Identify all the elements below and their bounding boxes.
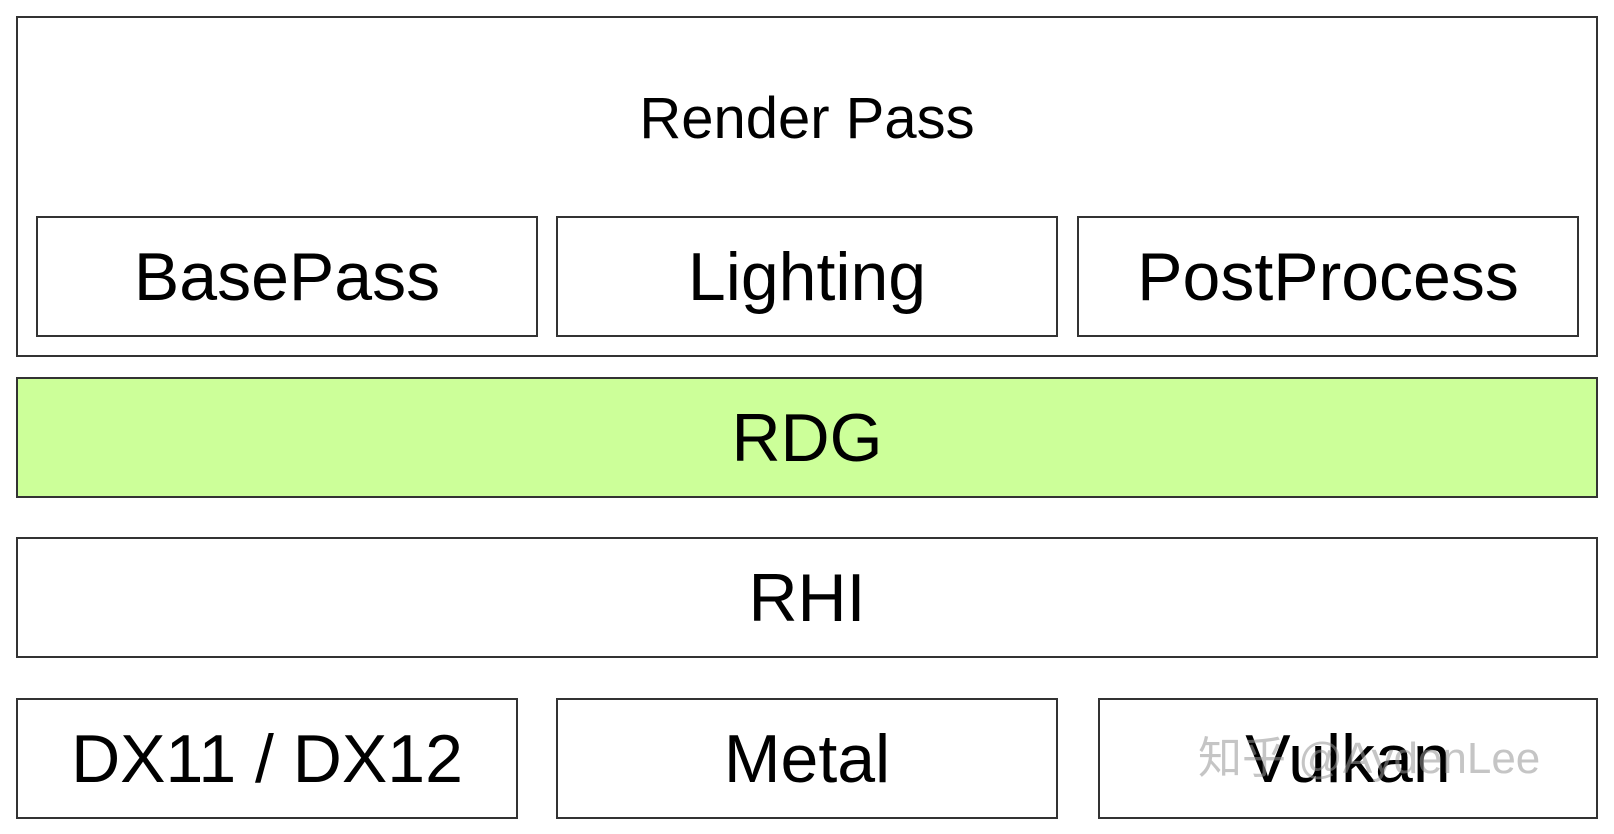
metal-box: Metal xyxy=(556,698,1058,819)
rdg-layer: RDG xyxy=(16,377,1598,498)
postprocess-label: PostProcess xyxy=(1137,238,1519,315)
lighting-box: Lighting xyxy=(556,216,1058,337)
dx-label: DX11 / DX12 xyxy=(71,720,463,797)
rdg-label: RDG xyxy=(731,399,883,476)
basepass-box: BasePass xyxy=(36,216,538,337)
vulkan-label: Vulkan xyxy=(1245,720,1451,797)
rhi-layer: RHI xyxy=(16,537,1598,658)
metal-label: Metal xyxy=(723,720,891,797)
postprocess-box: PostProcess xyxy=(1077,216,1579,337)
basepass-label: BasePass xyxy=(133,238,441,315)
lighting-label: Lighting xyxy=(687,238,927,315)
vulkan-box: Vulkan xyxy=(1098,698,1598,819)
dx-box: DX11 / DX12 xyxy=(16,698,518,819)
rhi-label: RHI xyxy=(748,559,866,636)
render-pass-title: Render Pass xyxy=(639,86,975,151)
